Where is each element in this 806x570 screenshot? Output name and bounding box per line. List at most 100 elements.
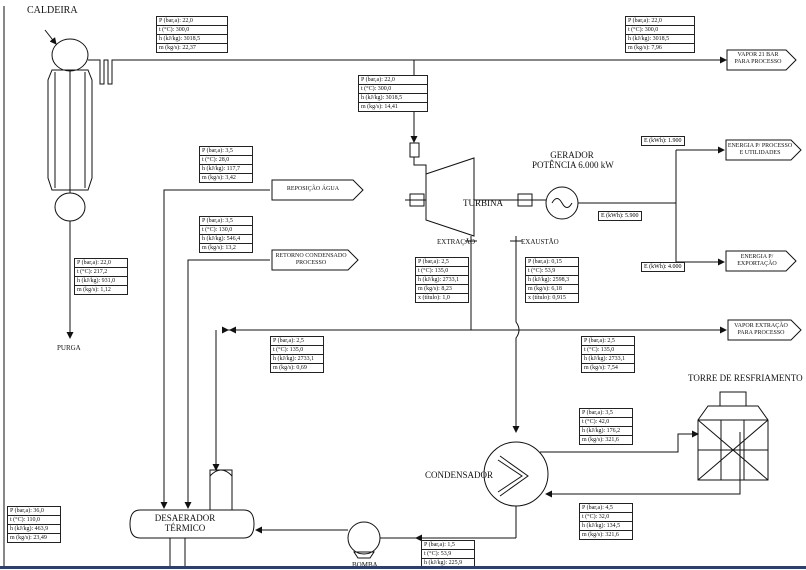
state-line: h (kJ/kg): 3018,5 [157,35,227,44]
tag-energia-exp-shape [725,250,797,272]
state-line: t (°C): 53,9 [422,550,474,559]
gerador-label-line2: POTÊNCIA 6.000 kW [532,160,614,170]
state-line: m (kg/s): 1,12 [77,287,111,293]
state-line: h (kJ/kg): 2733,1 [271,355,323,364]
state-line: t (°C): 300,0 [359,85,427,94]
state-line: x (título): 0,915 [528,295,566,301]
state-line: P (bar,a): 22,0 [626,17,694,26]
state-box-vapor-ext: P (bar,a): 2,5 t (°C): 135,0 h (kJ/kg): … [581,336,635,373]
state-line: h (kJ/kg): 2598,3 [526,276,578,285]
state-line: m (kg/s): 22,37 [159,45,196,51]
desaerador-label-line2: TÉRMICO [164,523,206,533]
tag-vapor21: VAPOR 21 BAR PARA PROCESSO [729,52,787,66]
state-box-condensado: P (bar,a): 1,5 t (°C): 53,9 h (kJ/kg): 2… [421,540,475,568]
cooling-tower-drawing [697,391,769,481]
state-line: t (°C): 135,0 [271,346,323,355]
tag-reposicao: REPOSIÇÃO ÁGUA [286,186,340,192]
state-line: P (bar,a): 22,0 [157,17,227,26]
state-line: h (kJ/kg): 134,5 [580,522,632,531]
state-line: P (bar,a): 0,15 [526,258,578,267]
tag-reposicao-shape [271,179,364,201]
energy-proc-box: E (kWh): 1.900 [641,136,685,146]
state-box-extracao: P (bar,a): 2,5 t (°C): 135,0 h (kJ/kg): … [415,257,469,303]
state-line: t (°C): 42,0 [580,418,632,427]
tag-energia-exp: ENERGIA P/ EXPORTAÇÃO [727,254,787,268]
condensador-label: CONDENSADOR [425,470,494,480]
condenser-drawing [483,441,549,507]
tag-retorno: RETORNO CONDENSADO PROCESSO [273,253,349,267]
state-box-exaustao: P (bar,a): 0,15 t (°C): 53,9 h (kJ/kg): … [525,257,579,303]
exaustao-label: EXAUSTÃO [521,238,559,246]
state-line: P (bar,a): 3,5 [200,217,252,226]
state-line: t (°C): 135,0 [582,346,634,355]
state-line: t (°C): 130,0 [200,226,252,235]
state-box-torre-out: P (bar,a): 4,5 t (°C): 32,0 h (kJ/kg): 1… [579,503,633,540]
deaerator-drawing [129,509,255,539]
state-line: m (kg/s): 0,69 [273,365,307,371]
tag-energia-proc-line1: ENERGIA P/ PROCESSO [727,143,793,149]
state-line: m (kg/s): 6,18 [526,285,578,294]
state-box-torre-in: P (bar,a): 3,5 t (°C): 42,0 h (kJ/kg): 1… [579,408,633,445]
state-line: P (bar,a): 22,0 [359,76,427,85]
state-line: P (bar,a): 3,5 [580,409,632,418]
state-line: m (kg/s): 23,49 [10,535,47,541]
state-line: m (kg/s): 13,2 [202,245,236,251]
state-box-turbina-in: P (bar,a): 22,0 t (°C): 300,0 h (kJ/kg):… [358,75,428,112]
pump-drawing [347,521,381,555]
tag-vapor21-line2: PARA PROCESSO [734,59,782,65]
tag-energia-proc-shape [725,139,802,161]
bomba-label: BOMBA [352,561,378,569]
state-line: t (°C): 110,0 [8,516,60,525]
state-line: t (°C): 28,0 [200,156,252,165]
bottom-edge-bar [0,566,806,569]
state-box-vapor21: P (bar,a): 22,0 t (°C): 300,0 h (kJ/kg):… [625,16,695,53]
state-line: P (bar,a): 4,5 [580,504,632,513]
tag-energia-exp-line1: ENERGIA P/ [740,254,774,260]
state-line: t (°C): 300,0 [626,26,694,35]
state-line: P (bar,a): 2,5 [271,337,323,346]
state-line: m (kg/s): 14,41 [361,104,398,110]
tag-energia-exp-line2: EXPORTAÇÃO [737,261,777,267]
state-line: h (kJ/kg): 931,0 [75,277,127,286]
state-box-caldeira-out: P (bar,a): 22,0 t (°C): 300,0 h (kJ/kg):… [156,16,228,53]
state-line: t (°C): 53,9 [526,267,578,276]
state-line: t (°C): 300,0 [157,26,227,35]
state-line: h (kJ/kg): 2733,1 [582,355,634,364]
tag-energia-proc-line2: E UTILIDADES [739,150,781,156]
state-line: t (°C): 135,0 [416,267,468,276]
boiler-drawing [44,29,93,222]
state-line: m (kg/s): 321,6 [582,532,619,538]
state-box-retorno: P (bar,a): 3,5 t (°C): 130,0 h (kJ/kg): … [199,216,253,253]
desaerador-label: DESAERADOR TÉRMICO [145,513,225,533]
state-box-purga: P (bar,a): 22,0 t (°C): 217,2 h (kJ/kg):… [74,258,128,295]
state-line: t (°C): 32,0 [580,513,632,522]
steam-header [88,56,727,85]
tag-retorno-line2: PROCESSO [295,260,327,266]
state-line: h (kJ/kg): 176,2 [580,427,632,436]
gerador-label-line1: GERADOR [550,150,594,160]
state-box-ext-desaerador: P (bar,a): 2,5 t (°C): 135,0 h (kJ/kg): … [270,336,324,373]
state-line: h (kJ/kg): 117,7 [200,165,252,174]
state-line: h (kJ/kg): 3018,5 [359,94,427,103]
extracao-label: EXTRAÇÃO [437,238,476,246]
tag-retorno-line1: RETORNO CONDENSADO [275,253,347,259]
turbine-drawing [425,157,475,237]
state-line: P (bar,a): 1,5 [422,541,474,550]
state-line: m (kg/s): 321,6 [582,437,619,443]
state-line: m (kg/s): 3,42 [202,175,236,181]
tag-vapor-ext-line2: PARA PROCESSO [737,330,785,336]
gerador-label: GERADOR POTÊNCIA 6.000 kW [532,150,614,170]
state-line: h (kJ/kg): 2733,1 [416,276,468,285]
state-line: h (kJ/kg): 225,9 [424,560,463,566]
state-line: t (°C): 217,2 [75,268,127,277]
tag-vapor-ext-line1: VAPOR EXTRAÇÃO [734,323,788,329]
energy-gen-box: E (kWh): 5.900 [598,211,642,221]
control-valve [409,142,420,158]
state-box-reposicao: P (bar,a): 3,5 t (°C): 28,0 h (kJ/kg): 1… [199,146,253,183]
purga-label: PURGA [57,344,81,352]
tag-vapor21-line1: VAPOR 21 BAR [737,52,779,58]
state-line: m (kg/s): 7,54 [584,365,618,371]
state-line: x (título): 1,0 [418,295,450,301]
state-line: P (bar,a): 36,0 [8,507,60,516]
tag-vapor-ext: VAPOR EXTRAÇÃO PARA PROCESSO [729,323,793,337]
